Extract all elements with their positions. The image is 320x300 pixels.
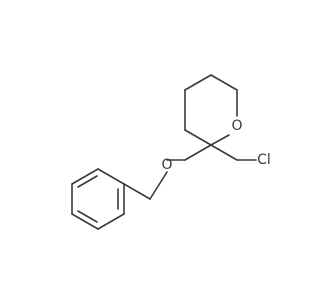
bond-benzene-double-1	[77, 175, 98, 188]
structure-canvas: O O Cl	[71, 74, 271, 230]
bond-ring-o-c2	[210, 134, 230, 146]
ring-oxygen-label: O	[231, 118, 242, 134]
bond-benzene-1	[97, 168, 125, 185]
bond-benzene-4	[71, 213, 99, 230]
chlorine-label: Cl	[257, 152, 271, 168]
bond-c2-ch2cl	[210, 144, 238, 161]
bond-ring-c2-c3	[184, 129, 212, 146]
bond-o-ch2-benzyl	[149, 171, 168, 200]
ether-oxygen-label: O	[161, 157, 172, 173]
chemical-structure: O O Cl	[71, 74, 271, 230]
bond-benzene-double-2	[77, 210, 98, 223]
bond-ring-c4-c5	[184, 74, 212, 91]
bond-benzene-2	[71, 168, 99, 185]
bond-benzene-5	[97, 213, 125, 230]
bond-benzyl-ch2-phenyl	[123, 183, 151, 200]
bond-c2-ch2o	[184, 144, 212, 161]
bond-ring-c5-c6	[210, 74, 238, 91]
